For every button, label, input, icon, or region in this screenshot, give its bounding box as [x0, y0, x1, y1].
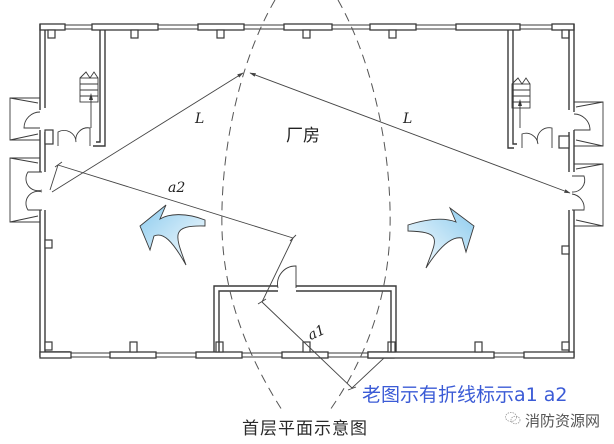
annotation-note: 老图示有折线标示a1 a2	[362, 384, 568, 406]
dashed-radius-arcs	[221, 0, 391, 411]
room-label: 厂房	[286, 126, 320, 146]
arrow-left-up-icon	[139, 204, 206, 266]
right-exit-doors	[571, 113, 591, 211]
dimension-a1-line	[257, 298, 385, 391]
dimension-L-lines	[51, 72, 571, 194]
left-exit-doors	[23, 111, 43, 211]
dimension-label-a2: a2	[168, 180, 186, 196]
stair-left-icon	[79, 71, 99, 128]
left-exit-steps	[9, 97, 40, 223]
dimension-a2-line	[49, 161, 297, 303]
outer-wall-bottom	[39, 351, 575, 359]
outer-wall-top	[39, 23, 575, 31]
watermark-text: 消防资源网	[525, 412, 601, 430]
central-lower-room	[213, 265, 397, 352]
arrow-right-up-icon	[407, 206, 475, 269]
left-stair-room	[44, 30, 106, 147]
dimension-label-L-right: L	[403, 111, 413, 127]
diagram-caption: 首层平面示意图	[242, 419, 368, 439]
dimension-label-L-left: L	[195, 111, 205, 127]
wechat-logo-icon	[505, 412, 521, 425]
right-exit-steps	[574, 101, 604, 227]
right-stair-room	[507, 30, 570, 149]
columns-top	[47, 29, 570, 39]
stair-right-icon	[511, 77, 531, 128]
outer-wall-left	[39, 24, 53, 357]
